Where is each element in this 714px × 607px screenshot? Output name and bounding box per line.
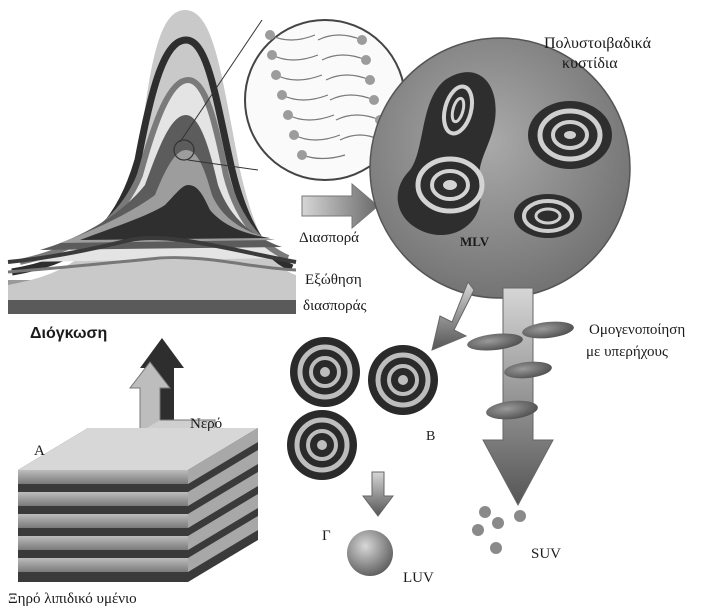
label-swelling: Διόγκωση — [30, 325, 107, 342]
label-extrusion-line1: Εξώθηση — [305, 272, 362, 288]
label-luv: LUV — [403, 570, 434, 586]
luv-target-vesicles — [287, 337, 438, 480]
label-mlv: MLV — [460, 234, 490, 249]
marker-a: A — [34, 443, 45, 459]
suv-dots — [472, 506, 526, 554]
marker-b: B — [426, 429, 435, 444]
mlv-circle — [370, 38, 630, 298]
extrusion-arrow — [432, 282, 474, 350]
marker-c: Γ — [322, 528, 331, 544]
label-dry-lipid-film: Ξηρό λιπιδικό υμένιο — [8, 591, 137, 607]
label-multilamellar-vesicles-line2: κυστίδια — [562, 55, 618, 72]
label-multilamellar-vesicles-line1: Πολυστοιβαδικά — [544, 35, 652, 52]
label-water: Νερό — [190, 416, 222, 432]
label-homogenization-line2: με υπερήχους — [586, 344, 668, 360]
luv-arrow — [363, 472, 393, 516]
swelling-mound-illustration — [8, 10, 296, 314]
luv-sphere — [347, 530, 393, 576]
dispersion-arrow — [302, 184, 378, 228]
label-extrusion-line2: διασποράς — [303, 298, 366, 314]
sonication-arrow — [466, 288, 574, 505]
dry-lipid-film-stack — [18, 428, 258, 582]
label-dispersion: Διασπορά — [299, 230, 359, 246]
label-suv: SUV — [531, 546, 561, 562]
label-homogenization-line1: Ομογενοποίηση — [589, 322, 685, 338]
